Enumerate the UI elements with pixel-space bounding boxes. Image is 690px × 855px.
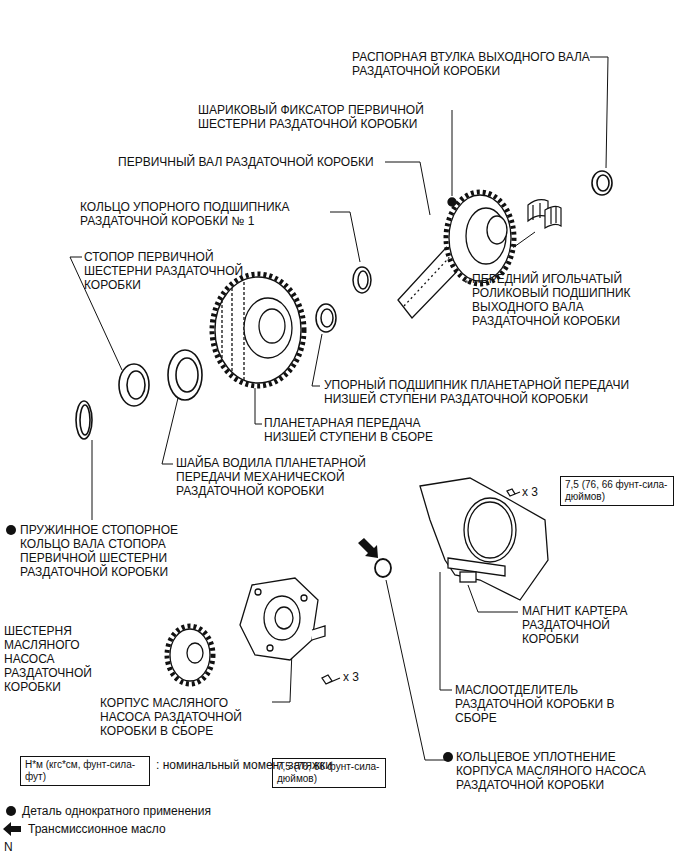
part-label: ШАЙБА ВОДИЛА ПЛАНЕТАРНОЙ ПЕРЕДАЧИ МЕХАНИ… <box>176 456 406 498</box>
part-label: МАСЛООТДЕЛИТЕЛЬ РАЗДАТОЧНОЙ КОРОБКИ В СБ… <box>455 683 655 725</box>
part-label: ШАРИКОВЫЙ ФИКСАТОР ПЕРВИЧНОЙ ШЕСТЕРНИ РА… <box>198 103 460 131</box>
quantity-mark: N <box>4 840 24 854</box>
legend-text: Трансмиссионное масло <box>28 822 166 836</box>
part-label: РАСПОРНАЯ ВТУЛКА ВЫХОДНОГО ВАЛА РАЗДАТОЧ… <box>352 50 592 78</box>
torque-box: 7,5 (76, 66 фунт-сила-дюймов) <box>560 476 674 506</box>
part-label: МАГНИТ КАРТЕРА РАЗДАТОЧНОЙ КОРОБКИ <box>522 604 662 646</box>
part-label: СТОПОР ПЕРВИЧНОЙ ШЕСТЕРНИ РАЗДАТОЧНОЙ КО… <box>84 250 274 292</box>
part-label: ПЛАНЕТАРНАЯ ПЕРЕДАЧА НИЗШЕЙ СТУПЕНИ В СБ… <box>264 416 454 444</box>
part-label: КОРПУС МАСЛЯНОГО НАСОСА РАЗДАТОЧНОЙ КОРО… <box>100 696 270 738</box>
part-label: КОЛЬЦЕВОЕ УПЛОТНЕНИЕ КОРПУСА МАСЛЯНОГО Н… <box>456 750 666 792</box>
torque-box: Н*м (кгс*см, фунт-сила-фут) <box>20 756 150 786</box>
quantity-mark: x 3 <box>343 670 373 684</box>
torque-text: Н*м (кгс*см, фунт-сила-фут) <box>25 759 145 783</box>
legend-text: : номинальный момент затяжки <box>156 758 332 772</box>
part-label: УПОРНЫЙ ПОДШИПНИК ПЛАНЕТАРНОЙ ПЕРЕДАЧИ Н… <box>324 378 669 406</box>
part-label: ПЕРЕДНИЙ ИГОЛЬЧАТЫЙ РОЛИКОВЫЙ ПОДШИПНИК … <box>472 272 662 328</box>
torque-text: 7,5 (76, 66 фунт-сила-дюймов) <box>565 479 669 503</box>
part-label: ПЕРВИЧНЫЙ ВАЛ РАЗДАТОЧНОЙ КОРОБКИ <box>118 155 388 169</box>
quantity-mark: x 3 <box>522 485 552 499</box>
part-label: КОЛЬЦО УПОРНОГО ПОДШИПНИКА РАЗДАТОЧНОЙ К… <box>80 200 335 228</box>
part-label: ШЕСТЕРНЯ МАСЛЯНОГО НАСОСА РАЗДАТОЧНОЙ КО… <box>4 624 96 694</box>
part-label: ПРУЖИННОЕ СТОПОРНОЕ КОЛЬЦО ВАЛА СТОПОРА … <box>20 523 220 579</box>
legend-text: Деталь однократного применения <box>22 804 211 818</box>
